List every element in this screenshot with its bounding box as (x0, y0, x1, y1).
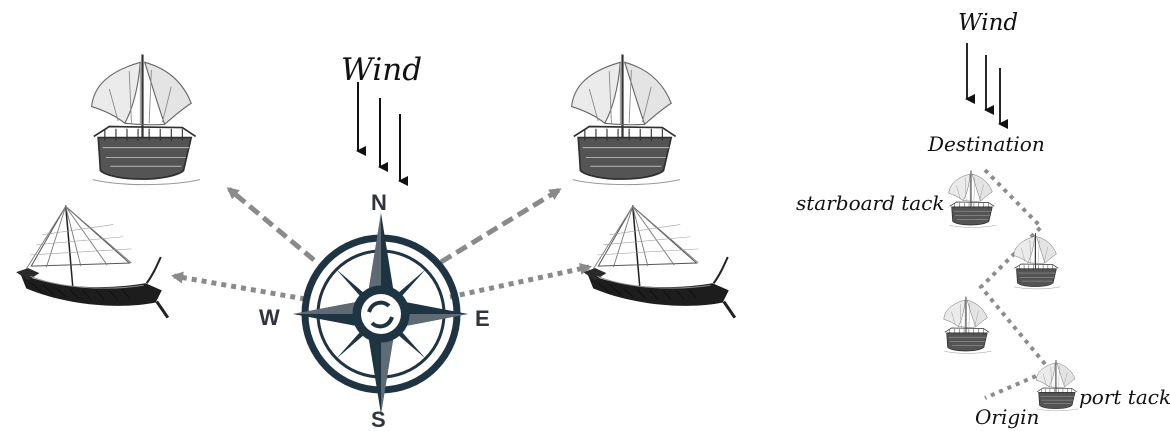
starboard-tack-label: starboard tack (796, 191, 945, 215)
lower-left-galley-ship (16, 205, 168, 317)
compass-west-label: W (259, 305, 280, 330)
left-wind-label: Wind (341, 52, 422, 88)
upper-right-heading-arrow (441, 190, 559, 262)
upper-left-cog-ship (92, 55, 201, 185)
right-ship-top-left (949, 171, 996, 228)
compass-rose-icon (293, 213, 468, 414)
lower-right-galley-ship (583, 205, 735, 317)
compass-north-label: N (371, 190, 387, 215)
lower-right-heading-arrow (450, 267, 589, 297)
right-ship-bottom-right (1036, 360, 1078, 411)
origin-label: Origin (975, 405, 1039, 429)
upper-right-cog-ship (572, 55, 681, 185)
right-ship-middle-right (1014, 233, 1061, 289)
destination-label: Destination (927, 132, 1045, 156)
lower-left-heading-arrow (174, 276, 305, 299)
port-tack-label: port tack (1079, 385, 1170, 409)
compass-south-label: S (371, 407, 386, 431)
upper-left-heading-arrow (229, 189, 314, 260)
right-wind-label: Wind (958, 10, 1018, 36)
compass-east-label: E (475, 306, 490, 331)
right-ship-lower-left (944, 297, 991, 354)
